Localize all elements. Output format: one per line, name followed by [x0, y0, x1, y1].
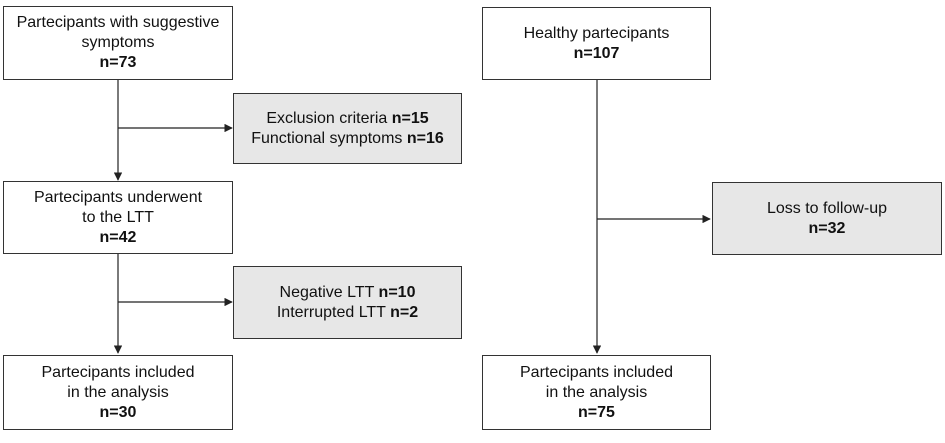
box-suggestive-symptoms: Partecipants with suggestive symptoms n=… — [3, 6, 233, 80]
exclusion-criteria-count: n=15 — [391, 109, 429, 127]
box-right-included-line1: Partecipants included — [520, 363, 673, 381]
interrupted-ltt-line: Interrupted LTT n=2 — [277, 303, 418, 323]
box-healthy-line1: Healthy partecipants — [523, 24, 670, 42]
interrupted-ltt-label: Interrupted LTT — [276, 303, 391, 321]
box-suggestive-line1: Partecipants with suggestive — [16, 14, 220, 31]
box-ltt-line1: Partecipants underwent — [33, 188, 203, 206]
negative-ltt-line: Negative LTT n=10 — [280, 283, 416, 303]
box-left-included-line2: in the analysis — [67, 383, 169, 401]
box-loss-count: n=32 — [808, 219, 846, 237]
box-ltt-line2: to the LTT — [82, 208, 154, 226]
functional-symptoms-line: Functional symptoms n=16 — [251, 129, 444, 149]
negative-ltt-count: n=10 — [378, 283, 416, 301]
box-left-included-line1: Partecipants included — [41, 363, 195, 381]
box-left-included-count: n=30 — [99, 403, 137, 421]
box-suggestive-line2: symptoms — [81, 34, 155, 51]
box-healthy-count: n=107 — [573, 44, 620, 62]
box-ltt-count: n=42 — [99, 228, 137, 246]
box-right-included-count: n=75 — [578, 403, 615, 421]
box-suggestive-count: n=73 — [99, 54, 137, 71]
box-loss-to-follow-up: Loss to follow-up n=32 — [712, 182, 942, 255]
functional-symptoms-count: n=16 — [406, 129, 444, 147]
box-left-included: Partecipants included in the analysis n=… — [3, 355, 233, 430]
box-loss-line1: Loss to follow-up — [766, 199, 888, 217]
box-underwent-ltt: Partecipants underwent to the LTT n=42 — [3, 181, 233, 254]
box-negative-ltt: Negative LTT n=10 Interrupted LTT n=2 — [233, 266, 462, 339]
box-exclusion: Exclusion criteria n=15 Functional sympt… — [233, 93, 462, 164]
negative-ltt-label: Negative LTT — [279, 283, 379, 301]
box-right-included: Partecipants included in the analysis n=… — [482, 355, 711, 430]
exclusion-criteria-line: Exclusion criteria n=15 — [266, 109, 428, 129]
box-right-included-line2: in the analysis — [545, 383, 648, 401]
interrupted-ltt-count: n=2 — [390, 303, 419, 321]
box-healthy-partecipants: Healthy partecipants n=107 — [482, 7, 711, 80]
exclusion-criteria-label: Exclusion criteria — [266, 109, 392, 127]
functional-symptoms-label: Functional symptoms — [251, 129, 407, 147]
